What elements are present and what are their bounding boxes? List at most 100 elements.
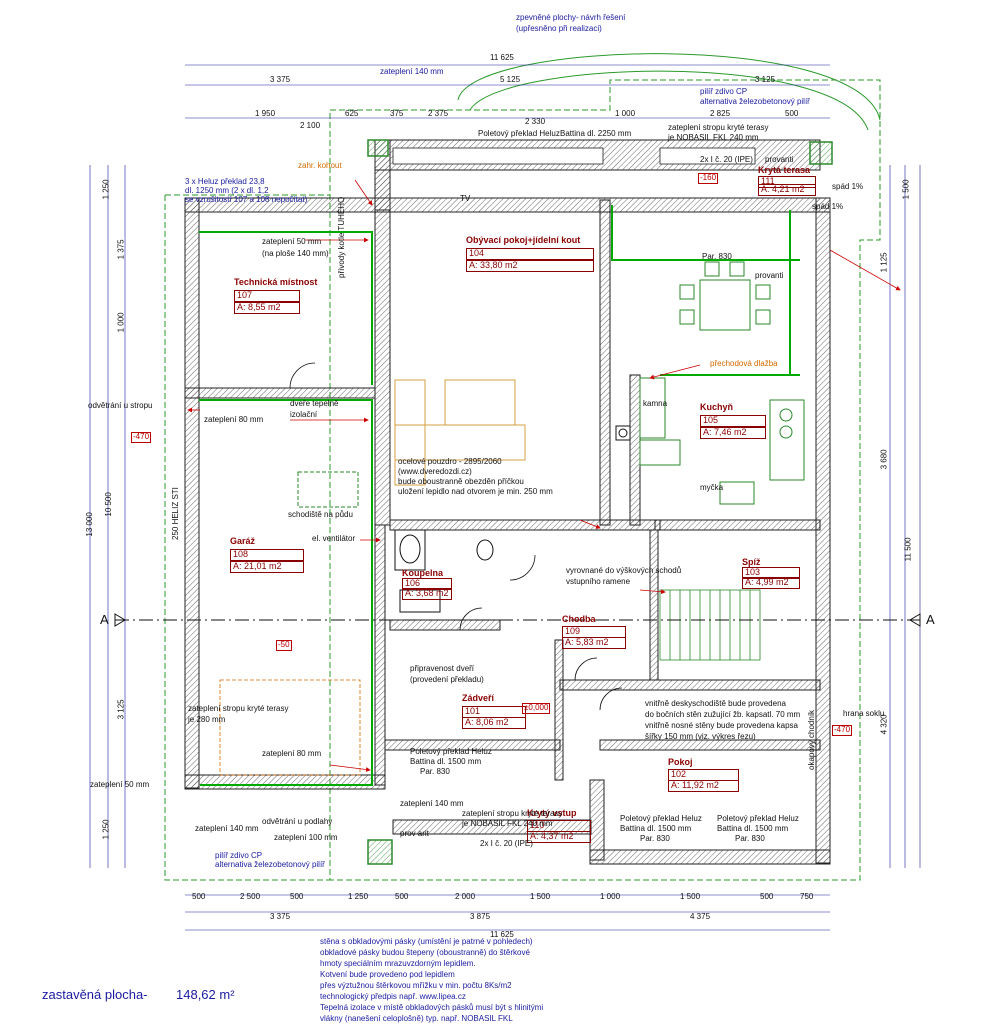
attic-hatch bbox=[297, 471, 359, 508]
room-110-name: Krytý vstup bbox=[527, 808, 577, 818]
note-insulation-80-garage: zateplení 80 mm bbox=[262, 749, 322, 758]
note-board-1: vnitřně deskyschodiště bude provedena bbox=[645, 699, 786, 708]
stairs bbox=[659, 589, 761, 661]
bottom-note-5: technologický předpis např. www.lipea.cz bbox=[320, 992, 466, 1001]
note-insulation-50b-2: (na ploše 140 mm) bbox=[262, 249, 329, 258]
room-110-area: A: 4,37 m2 bbox=[527, 831, 591, 843]
section-arrow-right bbox=[909, 613, 921, 627]
room-103-name: Spíž bbox=[742, 557, 761, 567]
note-fire-door: dveře tepelně bbox=[290, 399, 339, 408]
room-111-id: 111 bbox=[758, 176, 816, 188]
note-ipe-top: 2x I č. 20 (IPE) bbox=[700, 155, 753, 164]
dim-bot-10: 750 bbox=[800, 892, 814, 901]
note-lintel-battina-b3: Battina dl. 1500 mm bbox=[620, 824, 692, 833]
room-105-name: Kuchyň bbox=[700, 402, 734, 412]
note-board-2: do bočních stěn zužující žb. kapsatl. 70… bbox=[645, 710, 801, 719]
room-107-name: Technická místnost bbox=[234, 277, 318, 287]
room-105-id: 105 bbox=[700, 415, 766, 427]
dim-top-r2-4: 2 330 bbox=[525, 117, 546, 126]
bottom-note-0: stěna s obkladovými pásky (umístění je p… bbox=[320, 937, 533, 946]
note-par830-c: Par. 830 bbox=[640, 834, 670, 843]
sofa bbox=[394, 379, 526, 486]
room-107-area: A: 8,55 m2 bbox=[234, 302, 300, 314]
dim-top-total: 11 625 bbox=[490, 53, 514, 62]
note-mycka: myčka bbox=[700, 483, 724, 492]
note-insulation-80: zateplení 80 mm bbox=[204, 415, 264, 424]
room-104-name: Obývací pokoj+jídelní kout bbox=[466, 235, 581, 245]
dim-bot-r2-1: 3 875 bbox=[470, 912, 491, 921]
dim-left-0: 1 250 bbox=[101, 179, 111, 200]
note-flue-2: (www.dveredozdi.cz) bbox=[398, 467, 472, 476]
room-105-area: A: 7,46 m2 bbox=[700, 427, 766, 439]
section-arrow-left bbox=[114, 613, 126, 627]
built-area-value: 148,62 m² bbox=[176, 987, 235, 1002]
dim-top-r2b-0: 2 100 bbox=[300, 121, 321, 130]
note-lintel-heluz: Poletový překlad Heluz bbox=[478, 129, 560, 138]
dim-bot-r2-0: 3 375 bbox=[270, 912, 291, 921]
dim-top-1: 3 375 bbox=[270, 75, 291, 84]
note-attic-stairs: schodiště na půdu bbox=[288, 510, 353, 519]
dim-top-r2-2: 375 bbox=[390, 109, 404, 118]
dim-top-2: 5 125 bbox=[500, 75, 521, 84]
note-stairs-ramp: vyrovnané do výškových schodů bbox=[566, 566, 682, 575]
note-heluz-3: se vzrušitostí 107 a 108 nepočítat) bbox=[185, 195, 308, 204]
level-marker-5: -470 bbox=[832, 725, 853, 736]
dim-bot-9: 500 bbox=[760, 892, 774, 901]
note-garage-ceiling-2: je 280 mm bbox=[188, 715, 226, 724]
dim-right-3: 11 500 bbox=[903, 537, 913, 562]
dim-bot-1: 2 500 bbox=[240, 892, 261, 901]
dim-bot-3: 1 250 bbox=[348, 892, 369, 901]
note-provanti: provanti bbox=[765, 155, 794, 164]
room-107-id: 107 bbox=[234, 290, 300, 302]
paving-outline bbox=[164, 79, 881, 881]
paving-note: zpevněné plochy- návrh řešení bbox=[516, 13, 626, 22]
note-tv: TV bbox=[460, 194, 471, 203]
room-101-name: Zádveří bbox=[462, 693, 495, 703]
note-terrace-ceiling-2: je NOBASIL FKL 240 mm bbox=[668, 133, 759, 142]
note-par830-d: Par. 830 bbox=[735, 834, 765, 843]
room-106-area: A: 3,68 m2 bbox=[402, 588, 452, 600]
section-mark-right: A bbox=[926, 612, 935, 627]
note-terrace-ceiling-b: zateplení stropu kryté terasy bbox=[462, 809, 563, 818]
bottom-note-7: vlákny (nanešení celoplošně) typ. např. … bbox=[320, 1014, 513, 1023]
note-door-prep-2: (provedení překladu) bbox=[410, 675, 484, 684]
note-par830-b: Par. 830 bbox=[420, 767, 450, 776]
note-insulation-140-c: zateplení 140 mm bbox=[195, 824, 259, 833]
dim-bot-4: 500 bbox=[395, 892, 409, 901]
note-lintel-heluz-b1: Poletový překlad Heluz bbox=[410, 747, 492, 756]
dim-bot-5: 2 000 bbox=[455, 892, 476, 901]
note-garage-ceiling: zateplení stropu kryté terasy bbox=[188, 704, 289, 713]
dim-top-r2-0: 1 950 bbox=[255, 109, 276, 118]
note-board-3: vnitřně nosné stěny bude provedena kapsa bbox=[645, 721, 798, 730]
section-mark-left: A bbox=[100, 612, 109, 627]
room-108-name: Garáž bbox=[230, 536, 256, 546]
note-tech-1: přívody kotle TUHÉHO bbox=[337, 196, 346, 278]
note-terrace-ceiling: zateplení stropu kryté terasy bbox=[668, 123, 769, 132]
note-insulation-50: zateplení 50 mm bbox=[90, 780, 150, 789]
note-ventilation: odvětrání u stropu bbox=[88, 401, 153, 410]
note-spad-top: spád 1% bbox=[812, 202, 844, 211]
dim-bot-6: 1 500 bbox=[530, 892, 551, 901]
room-102-area: A: 11,92 m2 bbox=[668, 780, 739, 792]
dim-bot-0: 500 bbox=[192, 892, 206, 901]
room-104-area: A: 33,80 m2 bbox=[466, 260, 594, 272]
bottom-note-2: hmoty speciálním mrazuvzdorným lepidlem. bbox=[320, 959, 476, 968]
note-insulation-140-b: zateplení 140 mm bbox=[400, 799, 464, 808]
terrace-ceiling-area bbox=[219, 679, 361, 776]
note-cellar: okapový chodník bbox=[807, 709, 816, 770]
note-hrana: hrana soklu bbox=[843, 709, 885, 718]
note-heluz-2: dl. 1250 mm (2 x dl. 1,2 bbox=[185, 186, 269, 195]
note-pillar-top-2: alternativa železobetonový pilíř bbox=[700, 97, 810, 106]
note-pillar-bottom: pilíř zdivo CP bbox=[215, 851, 263, 860]
dim-bot-7: 1 000 bbox=[600, 892, 621, 901]
note-insulation-140-top: zateplení 140 mm bbox=[380, 67, 444, 76]
dim-top-r2-5: 1 000 bbox=[615, 109, 636, 118]
dim-left-1: 1 375 bbox=[116, 239, 126, 260]
dim-bot-8: 1 500 bbox=[680, 892, 701, 901]
interior-walls bbox=[184, 169, 821, 786]
note-par830-dining: Par. 830 bbox=[702, 252, 732, 261]
note-ventilation-floor: odvětrání u podlahy bbox=[262, 817, 333, 826]
dim-right-0: 1 500 bbox=[901, 179, 911, 200]
bottom-note-4: přes výztužnou štěrkovou mřížku v min. p… bbox=[320, 981, 512, 990]
